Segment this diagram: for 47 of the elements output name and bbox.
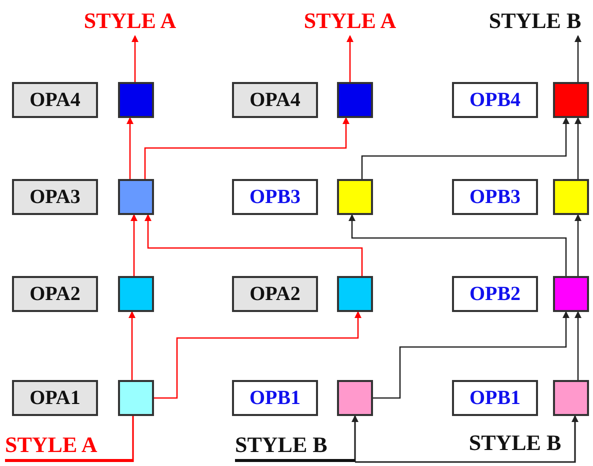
connector-arrow <box>130 214 138 276</box>
style-heading: STYLE B <box>478 6 592 36</box>
color-square <box>553 380 589 416</box>
connector-arrow <box>144 117 350 179</box>
connector-arrow <box>154 311 362 399</box>
operation-label: OPB1 <box>452 380 538 416</box>
color-square <box>118 82 154 118</box>
connector-arrow <box>373 311 570 399</box>
operation-label: OPB1 <box>232 380 318 416</box>
color-square <box>553 82 589 118</box>
style-heading: STYLE B <box>235 430 355 462</box>
connector-arrow <box>574 35 582 82</box>
operation-label: OPA2 <box>232 276 318 312</box>
operation-label: OPB3 <box>452 179 538 215</box>
connector-arrow <box>574 311 582 380</box>
connector-arrow <box>132 35 138 82</box>
connector-arrow <box>361 117 570 179</box>
operation-label: OPB4 <box>452 82 538 118</box>
color-square <box>553 276 589 312</box>
connector-arrow <box>348 214 567 276</box>
connector-arrow <box>355 415 578 463</box>
color-square <box>118 276 154 312</box>
color-square <box>118 179 154 215</box>
color-square <box>553 179 589 215</box>
operation-label: OPA2 <box>12 276 98 312</box>
connector-arrow <box>128 311 136 380</box>
color-square <box>337 380 373 416</box>
style-heading: STYLE A <box>60 6 200 36</box>
color-square <box>337 179 373 215</box>
connector-arrow <box>574 214 582 276</box>
operation-label: OPB3 <box>232 179 318 215</box>
operation-label: OPA3 <box>12 179 98 215</box>
connector-arrow <box>574 117 582 179</box>
color-square <box>337 276 373 312</box>
connector-arrow <box>144 214 363 276</box>
connector-arrow <box>346 35 354 82</box>
style-heading: STYLE B <box>460 428 570 458</box>
connector-arrow <box>126 117 134 179</box>
operation-label: OPA4 <box>232 82 318 118</box>
operation-label: OPB2 <box>452 276 538 312</box>
color-square <box>337 82 373 118</box>
color-square <box>118 380 154 416</box>
style-heading: STYLE A <box>5 430 133 462</box>
style-heading: STYLE A <box>280 6 420 36</box>
connector-arrow <box>352 415 358 462</box>
operation-label: OPA4 <box>12 82 98 118</box>
operation-label: OPA1 <box>12 380 98 416</box>
